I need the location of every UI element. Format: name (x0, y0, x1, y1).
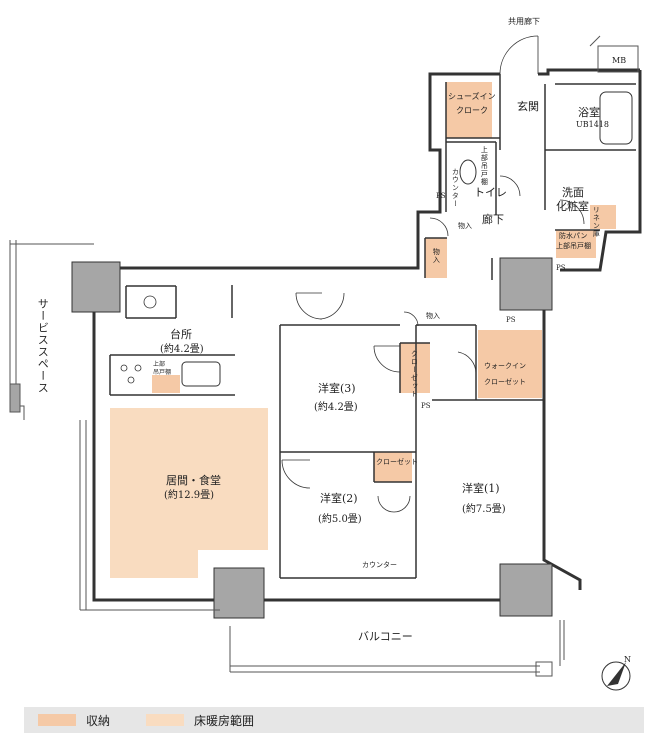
toilet-upper-shelf-label: 上部吊戸棚 (480, 146, 489, 186)
kitchen-size-label: (約4.2畳) (160, 344, 204, 355)
hallway-label: 廊下 (482, 213, 504, 226)
living-size-label: (約12.9畳) (164, 490, 215, 501)
column-mid-right (499, 257, 553, 311)
ps-label-2: PS (556, 264, 566, 272)
storage-swatch (38, 714, 76, 726)
north-label: N (624, 655, 631, 664)
dressing-room-label: 化粧室 (556, 200, 589, 213)
storage-label-3: 物入 (426, 312, 440, 320)
bedroom2-closet-area (374, 452, 412, 482)
storage-label-1: 物入 (458, 222, 472, 230)
bedroom1-size-label: (約7.5畳) (462, 504, 506, 515)
service-space-label: サービススペース (36, 298, 50, 394)
fridge-marker (143, 295, 157, 309)
living-dining-label: 居間・食堂 (166, 474, 221, 487)
toilet-label: トイレ (474, 186, 507, 199)
linen-area (590, 205, 616, 229)
hall-storage-area (425, 238, 447, 278)
bedroom3-size-label: (約4.2畳) (314, 402, 358, 413)
toilet-counter-label: カウンター (451, 168, 460, 208)
legend: 収納 床暖房範囲 (24, 707, 644, 733)
bedroom2-size-label: (約5.0畳) (318, 514, 362, 525)
storage-label-2: 物入 (432, 248, 441, 264)
bedroom2-label: 洋室(2) (320, 492, 358, 505)
toilet-bowl (459, 159, 477, 185)
floor-heating-area (110, 408, 268, 578)
common-corridor-label: 共用廊下 (508, 17, 540, 26)
storage-areas (152, 82, 616, 482)
cloak-label: クローク (456, 106, 488, 115)
legend-floor-heating-label: 床暖房範囲 (194, 714, 255, 728)
column-top-left (71, 261, 121, 313)
balcony-label: バルコニー (358, 630, 413, 643)
bedroom2-closet-label: クローゼット (376, 458, 418, 466)
floor-heating-swatch (146, 714, 184, 726)
bedroom1-label: 洋室(1) (462, 482, 500, 495)
upper-hanging-label: 上部吊戸棚 (556, 242, 591, 250)
shoes-in-closet-area (446, 82, 492, 138)
waterproof-pan-area (556, 230, 596, 258)
ps-label-1: PS (436, 192, 446, 200)
column-bottom-left (213, 567, 265, 619)
sink (181, 361, 221, 387)
inner-walls (109, 74, 636, 579)
bedroom3-closet-label: クローゼット (410, 350, 419, 398)
ps-label-3: PS (506, 316, 516, 324)
ps-label-4: PS (421, 402, 431, 410)
bedroom3-closet-area (400, 343, 430, 393)
bathtub (599, 91, 633, 145)
north-arrow (601, 661, 631, 691)
entrance-label: 玄関 (517, 100, 539, 113)
hanging-cabinet-label: 吊戸棚 (153, 369, 172, 376)
kitchen-label: 台所 (170, 328, 192, 341)
upper-cabinet-label: 上部 (153, 361, 166, 368)
columns (71, 257, 553, 619)
legend-storage-label: 収納 (86, 714, 111, 728)
waterproof-pan-label: 防水パン (559, 232, 588, 240)
shoes-in-label: シューズイン (448, 92, 496, 101)
walkin-closet-area (478, 330, 542, 398)
unit-bath-label: UB1418 (576, 120, 609, 129)
doors (281, 35, 585, 513)
exterior-outline (9, 35, 639, 677)
linen-label: リネン庫 (592, 206, 601, 238)
stove (120, 364, 142, 384)
counter-label: カウンター (362, 561, 397, 569)
walkin-label: ウォークイン (484, 362, 526, 370)
mb-label: MB (612, 56, 627, 65)
kitchen-cabinet-area (152, 375, 180, 393)
bathroom-label: 浴室 (578, 106, 600, 119)
walkin-closet-label: クローゼット (484, 378, 526, 386)
washroom-label: 洗面 (562, 186, 584, 199)
column-bottom-right (499, 563, 553, 617)
bedroom3-label: 洋室(3) (318, 382, 356, 395)
